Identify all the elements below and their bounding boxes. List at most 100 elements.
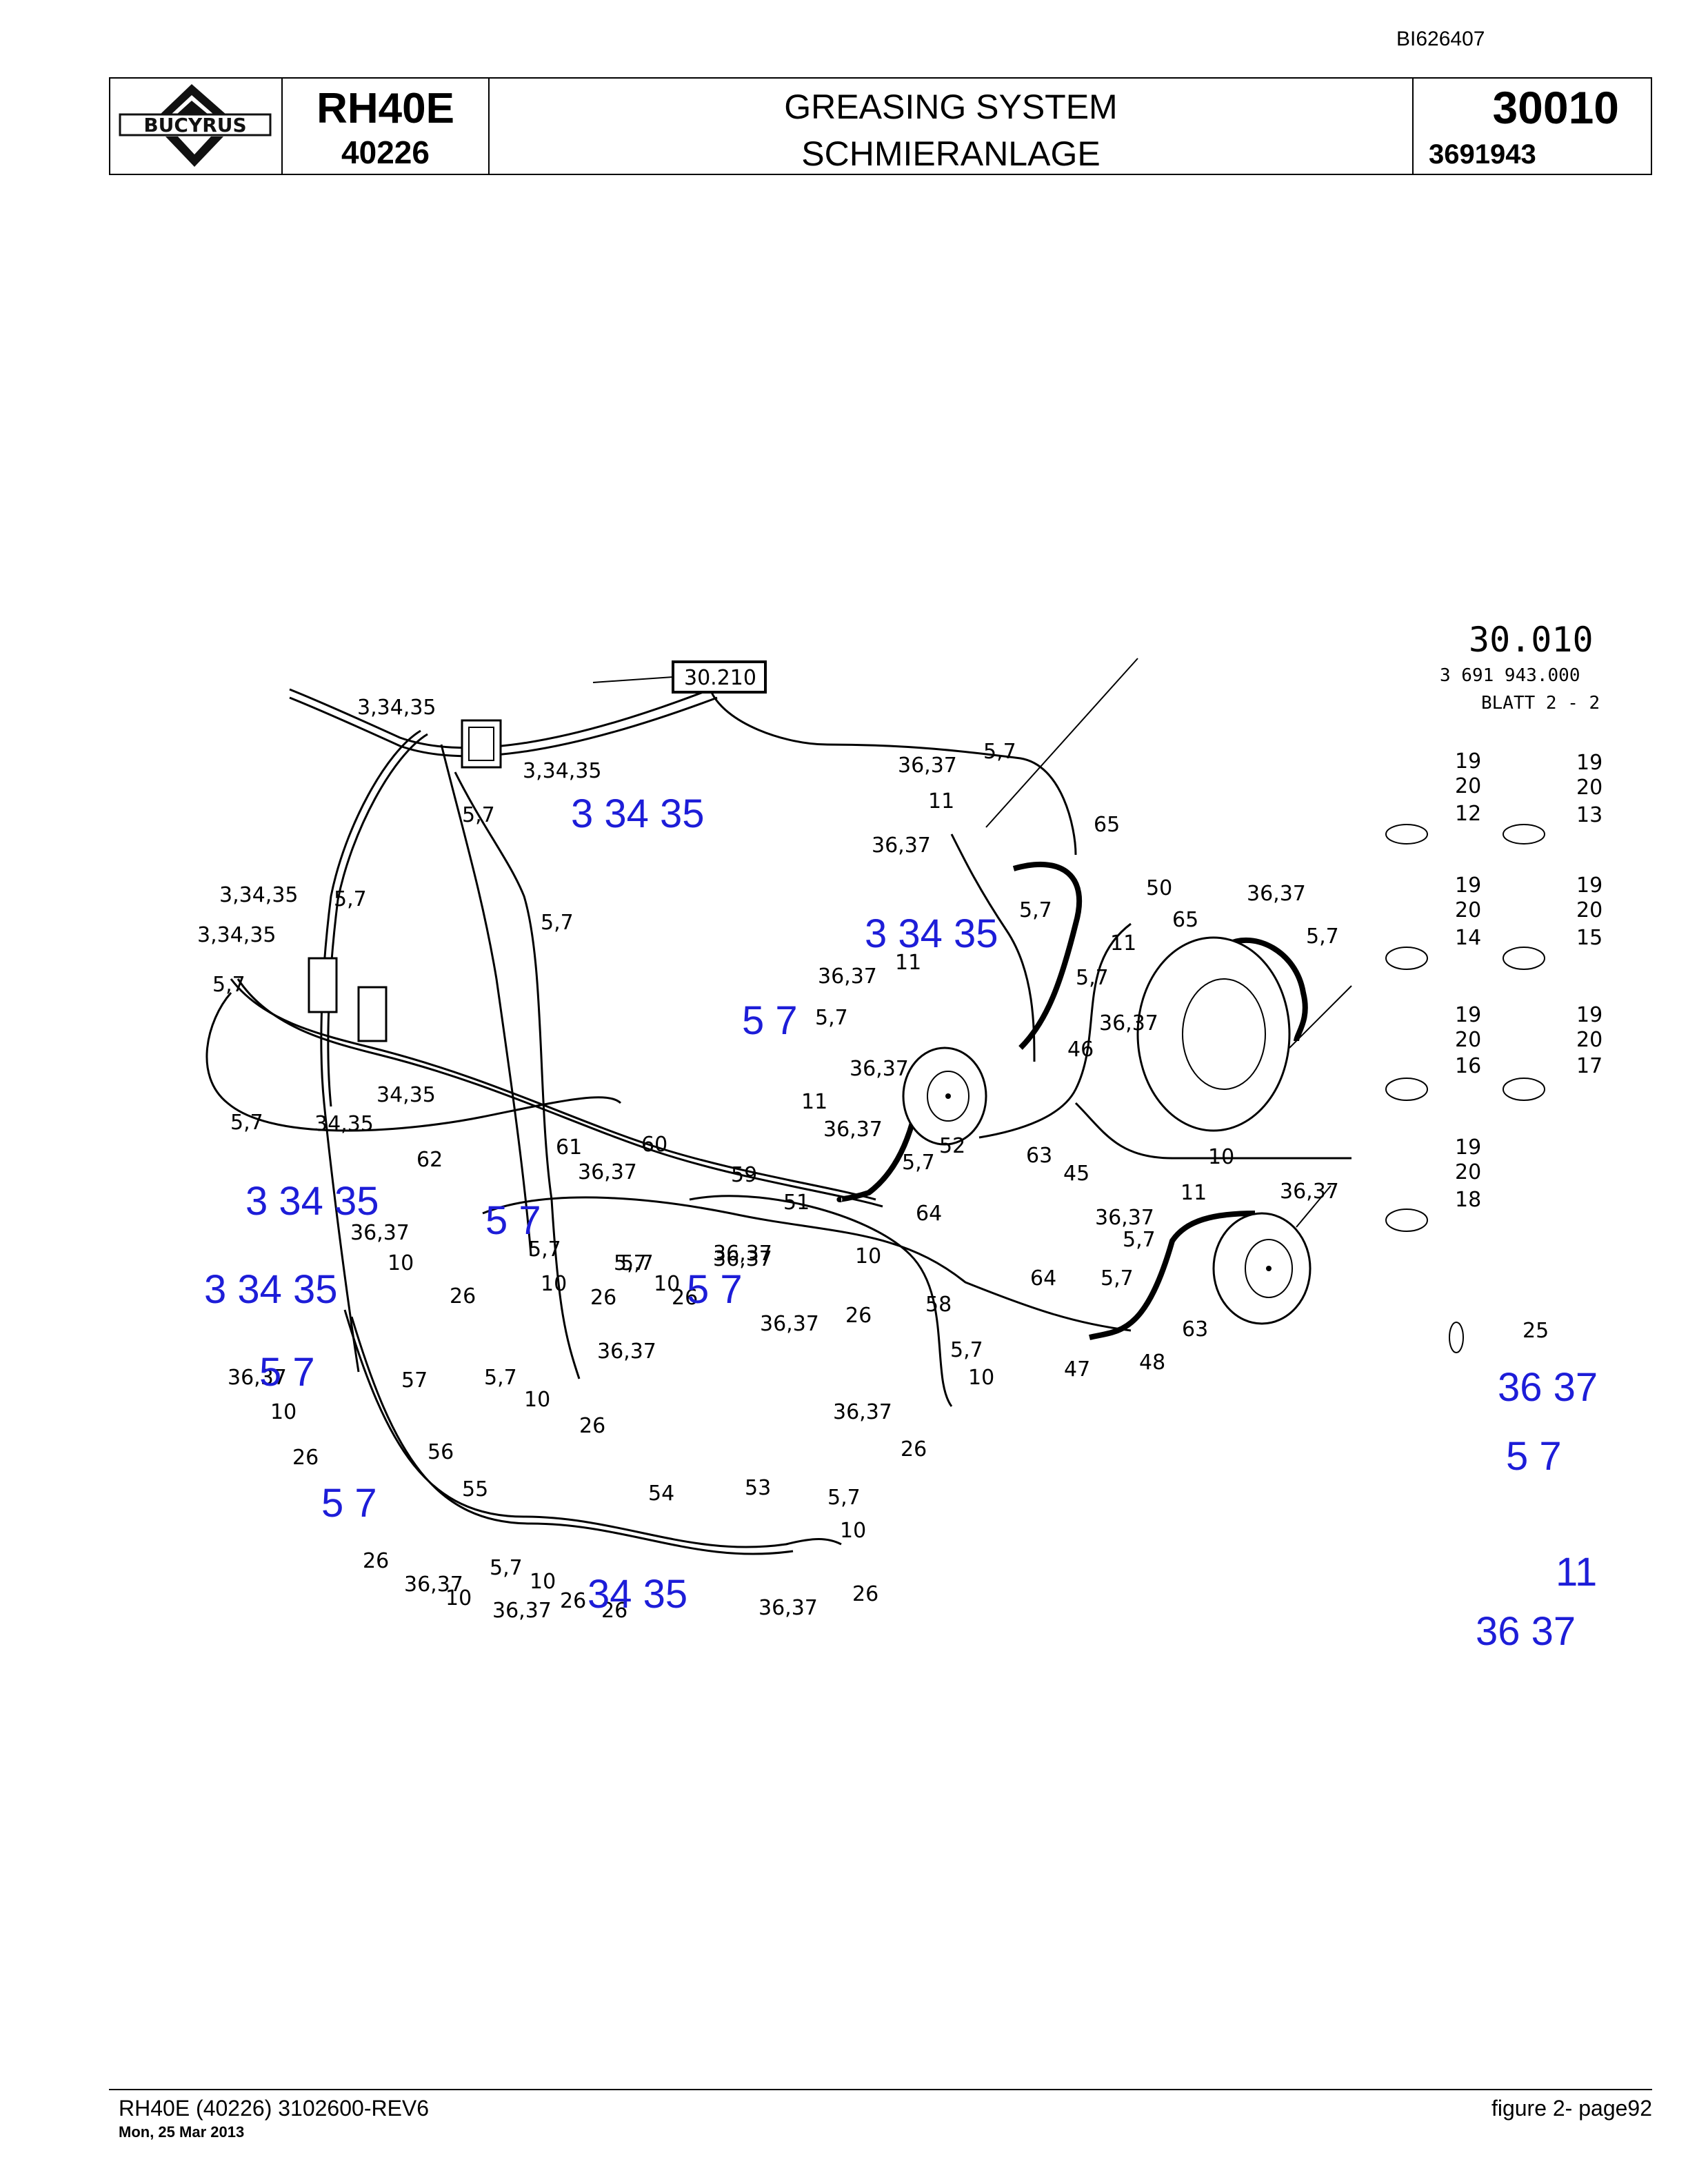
callout-label: 61 [556,1135,582,1160]
callout-label: 36,37 [850,1057,909,1081]
blue-annotation: 3 34 35 [204,1267,338,1312]
callout-label: 65 [1094,813,1120,837]
callout-label: 16 [1455,1054,1481,1078]
serial-number: 40226 [341,134,430,170]
title-block: BUCYRUS RH40E 40226 GREASING SYSTEM SCHM… [109,77,1652,175]
callout-label: 36,37 [823,1118,883,1142]
callout-label: 20 [1576,898,1602,922]
callout-label: 10 [388,1251,414,1275]
blue-annotation: 5 7 [1506,1434,1562,1479]
logo-cell: BUCYRUS [110,79,283,174]
callout-label: 10 [840,1519,866,1543]
callout-label: 36,37 [713,1242,772,1266]
logo-text: BUCYRUS [143,114,246,136]
callout-label: 55 [462,1477,488,1502]
blue-annotation: 5 7 [687,1267,743,1312]
title-german: SCHMIERANLAGE [801,134,1101,173]
callout-label: 36,37 [872,833,931,858]
callout-label: 51 [783,1191,810,1215]
callout-label: 13 [1576,803,1602,827]
blue-annotation: 36 37 [1498,1365,1598,1410]
callout-label: 11 [1110,931,1136,956]
figure-number: 30010 [1492,82,1619,133]
callout-label: 10 [654,1272,680,1296]
callout-label: 15 [1576,926,1602,950]
callout-label: 36,37 [760,1312,819,1336]
callout-label: 26 [292,1446,319,1470]
drawing-part-number: 3 691 943.000 [1440,665,1580,686]
callout-label: 36,37 [350,1221,410,1245]
callout-label: 62 [416,1148,443,1172]
callout-label: 65 [1172,908,1198,932]
blue-annotation: 5 7 [321,1481,377,1526]
drawing-reference: 30.010 3 691 943.000 BLATT 2 - 2 30.210 [592,620,1600,714]
document-id: BI626407 [1396,28,1485,50]
pipe-network [205,688,1352,1555]
footer-date: Mon, 25 Mar 2013 [119,2123,245,2141]
callout-label: 5,7 [484,1366,517,1390]
callout-label: 20 [1455,1028,1481,1052]
callout-label: 3,34,35 [523,759,602,783]
blue-annotation: 11 [1556,1550,1597,1595]
callout-label: 34,35 [376,1083,436,1107]
callout-label: 46 [1067,1038,1094,1062]
callout-label: 64 [1030,1266,1056,1291]
callout-label: 5,7 [1076,966,1109,990]
callout-label: 20 [1455,774,1481,798]
callout-label: 36,37 [713,1247,772,1271]
callout-label: 10 [1208,1145,1234,1169]
blue-annotation: 3 34 35 [245,1179,379,1224]
callout-label: 5,7 [462,803,495,827]
callout-label: 59 [731,1163,757,1187]
callout-label: 11 [895,951,921,975]
footer-page-ref: figure 2- page92 [1491,2096,1652,2121]
blue-annotation: 34 35 [587,1572,687,1617]
callout-label: 10 [855,1244,881,1268]
callout-label: 20 [1455,898,1481,922]
callout-label: 5,7 [334,887,367,911]
callout-label: 50 [1146,876,1172,900]
callout-label: 19 [1455,749,1481,774]
callout-label: 64 [916,1202,942,1226]
blue-annotation: 5 7 [259,1350,315,1395]
callout-label: 17 [1576,1054,1602,1078]
callout-label: 60 [641,1133,667,1157]
callout-label: 48 [1139,1351,1165,1375]
callout-label: 19 [1576,751,1602,775]
callout-label: 26 [601,1599,627,1623]
wheel-assemblies [902,658,1352,1325]
callout-label: 5,7 [212,973,245,997]
callout-label: 36,37 [404,1573,463,1597]
reference-box: 30.210 [684,666,756,690]
callout-label: 10 [968,1366,994,1390]
callout-label: 36,37 [228,1366,287,1390]
callout-label: 20 [1455,1160,1481,1184]
callout-label: 3,34,35 [357,696,436,720]
callout-label: 10 [524,1388,550,1412]
callout-label: 5,7 [490,1556,523,1580]
callout-label: 47 [1064,1357,1090,1382]
footer-document-ref: RH40E (40226) 3102600-REV6 [119,2096,430,2121]
callout-label: 5,7 [528,1237,561,1262]
callout-label: 5,7 [1019,898,1052,922]
callout-label: 36,37 [1099,1011,1158,1035]
greasing-diagram: 30.010 3 691 943.000 BLATT 2 - 2 30.210 … [197,620,1602,1654]
callout-label: 19 [1576,873,1602,898]
blue-annotation: 36 37 [1476,1609,1576,1654]
callout-label: 36,37 [818,964,877,989]
callout-label: 36,37 [1247,882,1306,906]
callout-label: 5,7 [614,1251,647,1275]
callout-label: 5,7 [1101,1266,1134,1291]
callout-label: 19 [1455,873,1481,898]
callout-label: 54 [648,1482,674,1506]
callout-label: 5,7 [983,740,1016,764]
callout-label: 14 [1455,926,1481,950]
callout-label: 36,37 [1095,1206,1154,1230]
callout-label: 10 [541,1272,567,1296]
callout-label: 10 [270,1400,297,1424]
callout-label: 36,37 [492,1599,552,1623]
callout-label: 11 [928,789,954,813]
callout-label: 53 [745,1476,771,1500]
callout-label: 36,37 [578,1160,637,1184]
drawing-number: 30.010 [1469,620,1594,660]
